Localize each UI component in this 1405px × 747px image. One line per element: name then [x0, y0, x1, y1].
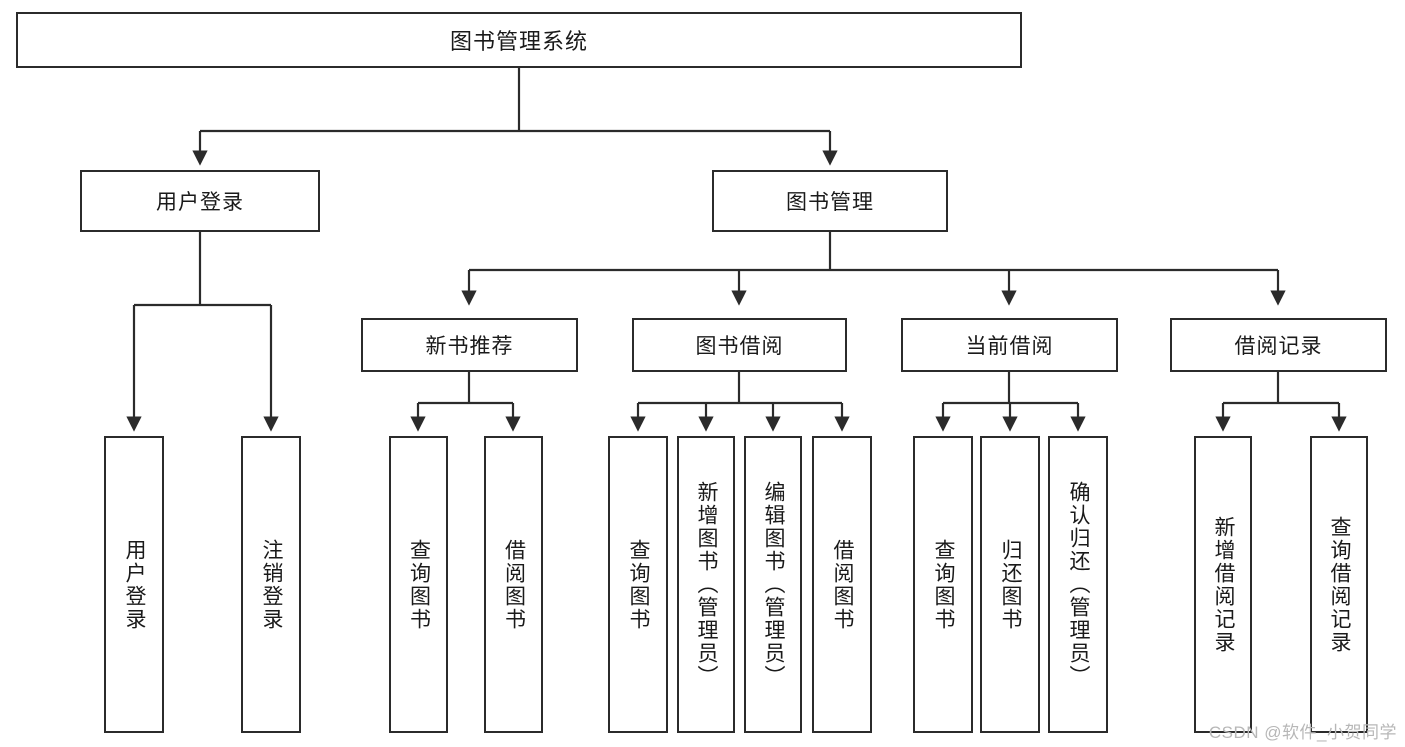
node-label: 当前借阅 [965, 335, 1054, 358]
node-label: 新增借阅记录 [1212, 515, 1236, 654]
node-label: 确认归还（管理员） [1067, 481, 1091, 688]
node-book-manage[interactable]: 图书管理 [712, 170, 948, 232]
node-book-borrow[interactable]: 图书借阅 [632, 318, 847, 372]
node-label: 借阅记录 [1234, 335, 1323, 358]
node-label: 归还图书 [999, 538, 1023, 631]
node-leaf-add-record[interactable]: 新增借阅记录 [1194, 436, 1252, 733]
node-leaf-query-book-3[interactable]: 查询图书 [913, 436, 973, 733]
node-label: 注销登录 [260, 538, 284, 631]
node-label: 查询图书 [627, 538, 651, 631]
node-label: 图书管理 [786, 191, 874, 214]
node-label: 查询图书 [932, 538, 956, 631]
node-label: 用户登录 [123, 538, 147, 631]
node-label: 借阅图书 [502, 538, 526, 631]
node-user-login[interactable]: 用户登录 [80, 170, 320, 232]
node-current-borrow[interactable]: 当前借阅 [901, 318, 1118, 372]
node-leaf-borrow-book-2[interactable]: 借阅图书 [812, 436, 872, 733]
node-leaf-return-book[interactable]: 归还图书 [980, 436, 1040, 733]
node-label: 借阅图书 [831, 538, 855, 631]
node-leaf-query-book-2[interactable]: 查询图书 [608, 436, 668, 733]
node-leaf-confirm-return[interactable]: 确认归还（管理员） [1048, 436, 1108, 733]
node-label: 图书管理系统 [449, 29, 588, 54]
node-borrow-record[interactable]: 借阅记录 [1170, 318, 1387, 372]
node-label: 查询借阅记录 [1328, 515, 1352, 654]
node-root-book-management-system[interactable]: 图书管理系统 [16, 12, 1022, 68]
node-new-book-recommend[interactable]: 新书推荐 [361, 318, 578, 372]
node-label: 新增图书（管理员） [695, 481, 719, 688]
node-leaf-logout[interactable]: 注销登录 [241, 436, 301, 733]
node-label: 用户登录 [156, 191, 244, 214]
watermark-text: CSDN @软件_小贺同学 [1208, 723, 1397, 742]
node-leaf-query-book-1[interactable]: 查询图书 [389, 436, 448, 733]
node-label: 查询图书 [407, 538, 431, 631]
node-leaf-user-login[interactable]: 用户登录 [104, 436, 164, 733]
node-label: 图书借阅 [695, 335, 784, 358]
node-leaf-add-book[interactable]: 新增图书（管理员） [677, 436, 735, 733]
node-leaf-borrow-book-1[interactable]: 借阅图书 [484, 436, 543, 733]
node-leaf-query-record[interactable]: 查询借阅记录 [1310, 436, 1368, 733]
node-leaf-edit-book[interactable]: 编辑图书（管理员） [744, 436, 802, 733]
node-label: 新书推荐 [425, 335, 514, 358]
node-label: 编辑图书（管理员） [762, 481, 786, 688]
